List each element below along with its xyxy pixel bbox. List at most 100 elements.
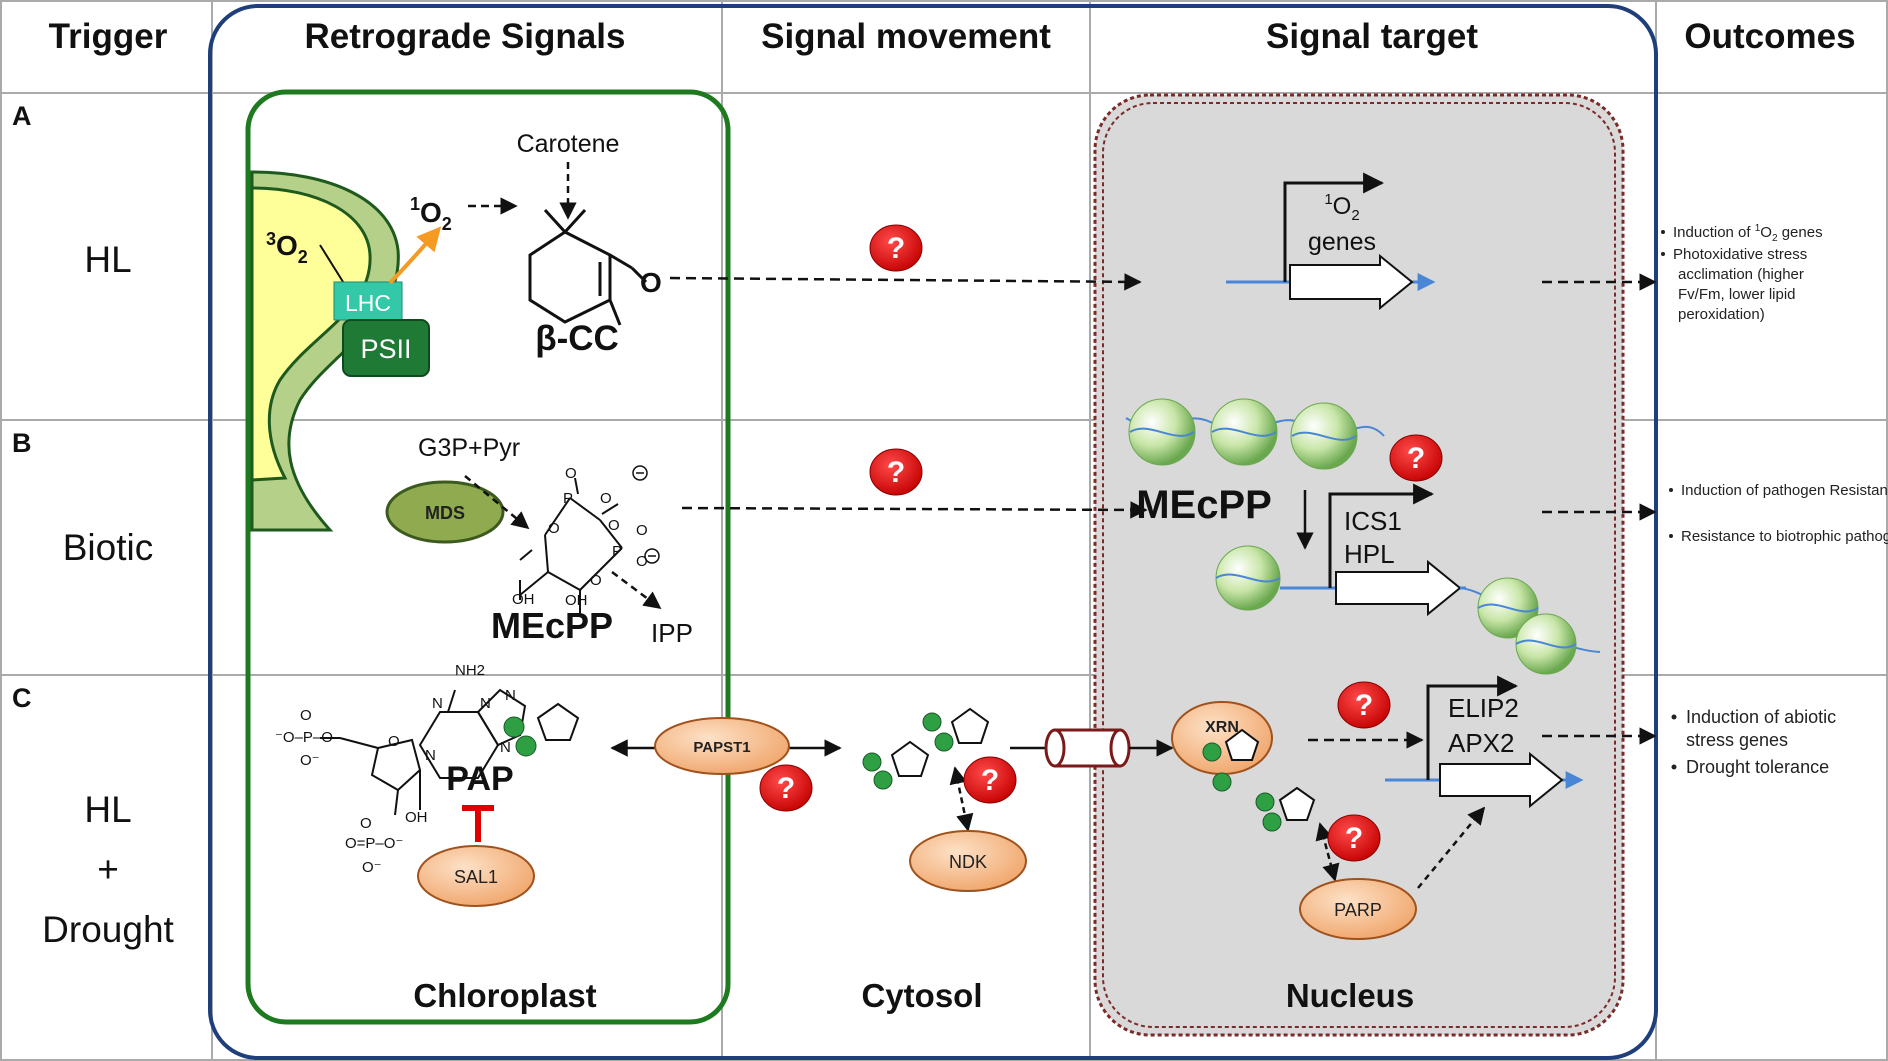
pentagon-dots-icon [503,702,580,757]
xrn-enzyme: XRN [1171,701,1273,775]
question-icon-c-parp: ? [1327,814,1381,862]
pap-phosphate-bottom-o2: O⁻ [362,859,382,876]
mecpp-atom-o7: O [590,572,602,589]
psii-label: PSII [360,334,411,364]
lhc-label: LHC [345,290,391,316]
pentagon-dots-icon [922,707,990,752]
svg-text:?: ? [777,772,795,805]
svg-text:stress genes: stress genes [1686,730,1788,750]
gene-c-label-1: ELIP2 [1448,693,1519,723]
mds-enzyme: MDS [385,480,505,544]
question-icon-a: ? [869,224,923,272]
pap-phosphate-bottom-o1: O [360,815,372,832]
mecpp-chloroplast-label: MEcPP [491,605,613,646]
svg-text:PAPST1: PAPST1 [693,739,750,756]
pap-atom-n5: N [425,747,436,764]
row-letter-c: C [12,683,32,713]
trigger-c-line2: + [97,849,119,890]
gene-b-arrow-shape [1335,559,1462,617]
pap-nh2: NH2 [455,662,485,679]
outcome-a-1: Induction of 1O2 genes [1673,223,1823,244]
question-icon-b-nucleus: ? [1389,434,1443,482]
mecpp-atom-oh2: OH [565,592,588,609]
beta-cc-label: β-CC [535,319,619,358]
svg-text:?: ? [887,456,905,489]
nucleosome-icon [1128,398,1196,466]
mecpp-atom-o6: O [636,553,648,570]
outcome-a-2: Photoxidative stress [1673,246,1807,263]
gene-b-label-2: HPL [1344,539,1395,569]
nuclear-pore-cylinder-icon [1044,728,1131,768]
header-signal-target: Signal target [1266,17,1478,56]
nucleosome-lower-left [1215,545,1281,611]
pap-ring-o: O [388,733,400,750]
psii-box [342,319,430,377]
header-signal-movement: Signal movement [761,17,1051,56]
gene-c-tss [1426,675,1519,780]
mecpp-atom-o1: O [548,520,560,537]
svg-text:SAL1: SAL1 [454,867,498,887]
label-cytosol: Cytosol [861,977,982,1014]
question-icon-c-ndk: ? [963,756,1017,804]
pentagon-dots-icon [1255,786,1316,832]
mecpp-atom-p1: P [563,490,573,507]
pentagon-dots-icon [1202,728,1260,792]
nucleosome-icon [1210,398,1278,466]
pap-phosphate-top-o2: O⁻ [300,752,320,769]
bcc-to-nucleus-arrow [669,273,1142,291]
lhc-box [333,281,403,321]
gene-b-tss [1328,483,1435,588]
mecpp-atom-oh1: OH [512,591,535,608]
ipp-label: IPP [651,618,693,648]
pap-atom-n1: N [432,695,443,712]
mecpp-to-ipp-arrow [611,571,662,610]
gene-a-label-line1: 1O2 [1324,191,1359,224]
o2-to-lhc-line [319,244,346,286]
svg-text:NDK: NDK [949,852,987,872]
thylakoid-inner [250,186,372,482]
pap-atom-n4: N [500,739,511,756]
chromatin-strand-top [1125,398,1385,470]
pap-oh: OH [405,809,428,826]
question-icon-c-xrn: ? [1337,681,1391,729]
carotene-label: Carotene [517,130,620,158]
svg-text:PARP: PARP [1334,900,1382,920]
mecpp-to-nucleus-arrow [681,501,1148,519]
outcome-c-2: Drought tolerance [1686,757,1829,777]
gene-c-label-2: APX2 [1448,728,1515,758]
mecpp-atom-o5: O [636,522,648,539]
sal1-enzyme: SAL1 [417,845,535,907]
header-outcomes: Outcomes [1684,17,1855,56]
outcomes-a: Induction of 1O2 genes Photoxidative str… [1661,223,1823,323]
mecpp-atom-p2: P [612,543,622,560]
pap-label: PAP [446,760,513,798]
svg-text:?: ? [887,232,905,265]
svg-text:?: ? [1407,442,1425,475]
mecpp-nucleus-label: MEcPP [1136,483,1272,527]
svg-text:acclimation (higher: acclimation (higher [1678,266,1804,283]
gene-a-arrow-shape [1289,253,1414,311]
gene-a-label-line2: genes [1308,228,1376,256]
pap-atom-n3: N [505,687,516,704]
svg-text:Fv/Fm, lower lipid: Fv/Fm, lower lipid [1678,286,1796,303]
mecpp-atom-o4: O [608,517,620,534]
question-icon-b: ? [869,448,923,496]
pap-phosphate-top-o1: O [300,707,312,724]
svg-text:?: ? [1345,822,1363,855]
parp-enzyme: PARP [1299,878,1417,940]
nucleus-compartment-inner [1102,102,1616,1028]
svg-text:peroxidation): peroxidation) [1678,306,1765,323]
nucleosome-icon [1290,402,1358,470]
svg-text:XRN: XRN [1205,719,1239,736]
outcome-c-1: Induction of abiotic [1686,707,1836,727]
svg-text:?: ? [1355,689,1373,722]
outcomes-c: Induction of abiotic stress genes Drough… [1671,707,1836,777]
row-letter-b: B [12,428,32,458]
pap-structure [320,688,527,816]
label-nucleus: Nucleus [1286,977,1414,1014]
nucleus-compartment [1093,93,1625,1037]
gene-a-tss [1283,172,1385,282]
cell-blue-frame [208,4,1658,1060]
nucleosome-icon [1477,577,1539,639]
